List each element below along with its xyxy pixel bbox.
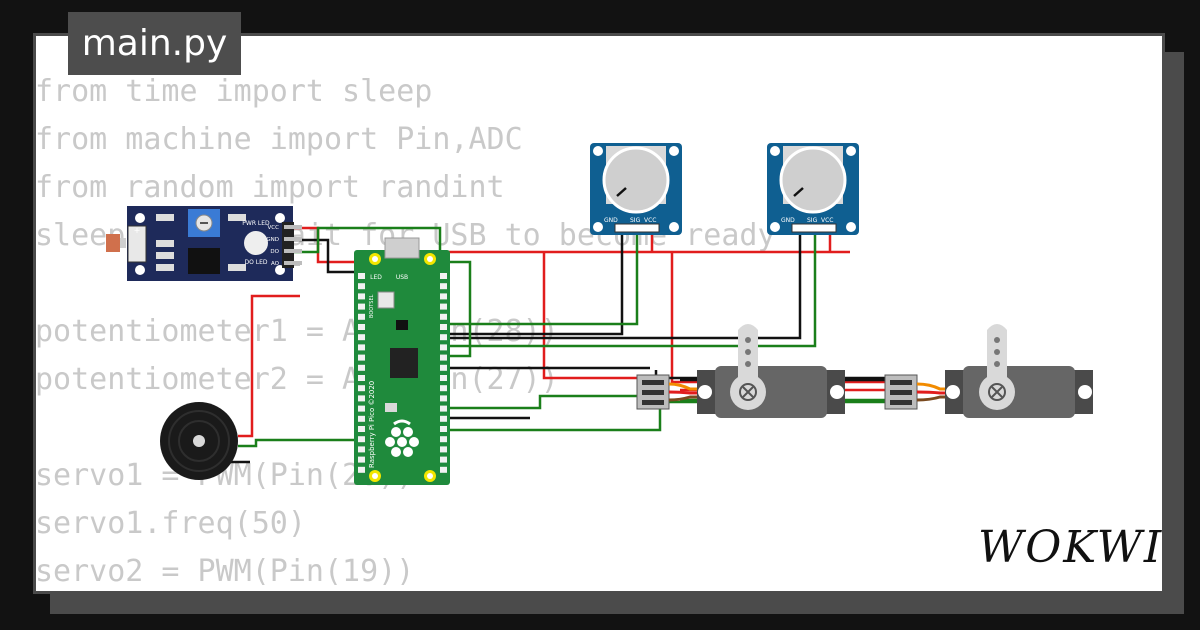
pico-pin[interactable] bbox=[358, 405, 365, 412]
code-background: from time import sleep from machine impor… bbox=[35, 68, 776, 596]
pico-pin[interactable] bbox=[440, 395, 447, 402]
svg-text:-: - bbox=[136, 265, 139, 274]
servo-motor-1[interactable] bbox=[636, 324, 845, 418]
pico-pin[interactable] bbox=[358, 395, 365, 402]
raspberry-pi-pico[interactable]: LED USB BOOTSEL Raspberry Pi Pico ©2020 bbox=[354, 237, 450, 485]
led-label: DO LED bbox=[244, 259, 267, 266]
filename-tab[interactable]: main.py bbox=[68, 12, 241, 75]
wire-pot1-sig bbox=[448, 224, 639, 326]
pico-pin[interactable] bbox=[440, 344, 447, 351]
wire-pot2-sig bbox=[448, 224, 817, 348]
wire-misc-green bbox=[448, 260, 472, 358]
pico-pin[interactable] bbox=[440, 466, 447, 473]
svg-text:+: + bbox=[134, 226, 141, 235]
pico-pin[interactable] bbox=[358, 273, 365, 279]
wire-buzzer-red bbox=[238, 294, 300, 438]
pico-pin[interactable] bbox=[440, 293, 447, 300]
pico-pin[interactable] bbox=[358, 324, 365, 330]
wire-ldr-vcc bbox=[292, 226, 354, 264]
buzzer[interactable] bbox=[160, 402, 238, 480]
wire-pot2-gnd bbox=[448, 224, 802, 340]
pico-label-usb: USB bbox=[396, 274, 408, 281]
code-line: servo1.freq(50) bbox=[35, 506, 306, 541]
pico-pin[interactable] bbox=[358, 303, 365, 310]
code-line: servo2 = PWM(Pin(19)) bbox=[35, 554, 415, 589]
pico-pin-rows bbox=[358, 273, 447, 473]
pico-pin[interactable] bbox=[358, 313, 365, 320]
potentiometer-1[interactable]: GND SIG VCC bbox=[590, 143, 682, 235]
pot-pin-label: VCC bbox=[821, 217, 833, 224]
pico-pin[interactable] bbox=[440, 375, 447, 381]
pico-pin[interactable] bbox=[358, 466, 365, 473]
pico-pin[interactable] bbox=[358, 293, 365, 300]
wire-power-down2 bbox=[670, 252, 888, 384]
pico-pin[interactable] bbox=[358, 446, 365, 453]
pot-pin-label: VCC bbox=[644, 217, 656, 224]
pot-pin-label: GND bbox=[604, 217, 618, 224]
wires bbox=[210, 224, 888, 464]
ldr-sensor-module[interactable]: + - PWR LED DO LED VCC GND DO AO bbox=[106, 206, 302, 281]
pico-pin[interactable] bbox=[358, 426, 365, 432]
led-label: PWR LED bbox=[242, 220, 270, 227]
pico-pin[interactable] bbox=[358, 385, 365, 392]
code-line: from machine import Pin,ADC bbox=[35, 122, 523, 157]
pico-pin[interactable] bbox=[440, 385, 447, 392]
pico-pin[interactable] bbox=[440, 324, 447, 330]
pico-pin[interactable] bbox=[440, 446, 447, 453]
pin-label: AO bbox=[271, 261, 280, 267]
pico-pin[interactable] bbox=[440, 354, 447, 361]
pico-pin[interactable] bbox=[440, 334, 447, 341]
pico-pin[interactable] bbox=[358, 456, 365, 463]
wire-power-down1 bbox=[542, 252, 650, 380]
pico-pin[interactable] bbox=[440, 283, 447, 290]
pico-pin[interactable] bbox=[440, 456, 447, 463]
potentiometer-2[interactable]: GND SIG VCC bbox=[767, 143, 859, 235]
photoresistor-icon bbox=[106, 234, 120, 252]
pico-pin[interactable] bbox=[440, 313, 447, 320]
pot-pin-label: SIG bbox=[807, 217, 818, 224]
pico-pin[interactable] bbox=[358, 415, 365, 422]
pin-label: VCC bbox=[268, 225, 280, 231]
pin-label: DO bbox=[270, 249, 279, 255]
servo-motor-2[interactable] bbox=[884, 324, 1093, 418]
pico-pin[interactable] bbox=[440, 364, 447, 371]
pico-pin[interactable] bbox=[358, 436, 365, 443]
pico-pin[interactable] bbox=[440, 436, 447, 443]
wire-servo1-sig bbox=[448, 394, 650, 410]
pico-pin[interactable] bbox=[358, 344, 365, 351]
preview-card bbox=[33, 33, 1165, 594]
pico-pin[interactable] bbox=[440, 405, 447, 412]
pico-pin[interactable] bbox=[358, 375, 365, 381]
code-line: from random import randint bbox=[35, 170, 505, 205]
pico-pin[interactable] bbox=[358, 334, 365, 341]
pin-label: GND bbox=[266, 237, 279, 243]
wokwi-logo: WOKWI bbox=[978, 522, 1164, 573]
pot-pin-label: SIG bbox=[630, 217, 641, 224]
wire-buzzer-black bbox=[238, 438, 354, 448]
wire-pot1-gnd bbox=[448, 224, 624, 336]
pico-pin[interactable] bbox=[440, 303, 447, 310]
pico-pin[interactable] bbox=[440, 415, 447, 422]
pico-label-brand: Raspberry Pi Pico ©2020 bbox=[368, 381, 376, 468]
pico-pin[interactable] bbox=[440, 273, 447, 279]
wire-ldr-gnd bbox=[292, 238, 354, 274]
wire-power-rail bbox=[418, 250, 850, 262]
pico-pin[interactable] bbox=[440, 426, 447, 432]
pico-label-led: LED bbox=[370, 274, 382, 281]
pico-pin[interactable] bbox=[358, 364, 365, 371]
pot-pin-label: GND bbox=[781, 217, 795, 224]
pico-pin[interactable] bbox=[358, 283, 365, 290]
raspberry-logo-icon bbox=[385, 419, 419, 457]
code-line: from time import sleep bbox=[35, 74, 433, 109]
pico-label-bootsel: BOOTSEL bbox=[369, 294, 375, 318]
pico-pin[interactable] bbox=[358, 354, 365, 361]
